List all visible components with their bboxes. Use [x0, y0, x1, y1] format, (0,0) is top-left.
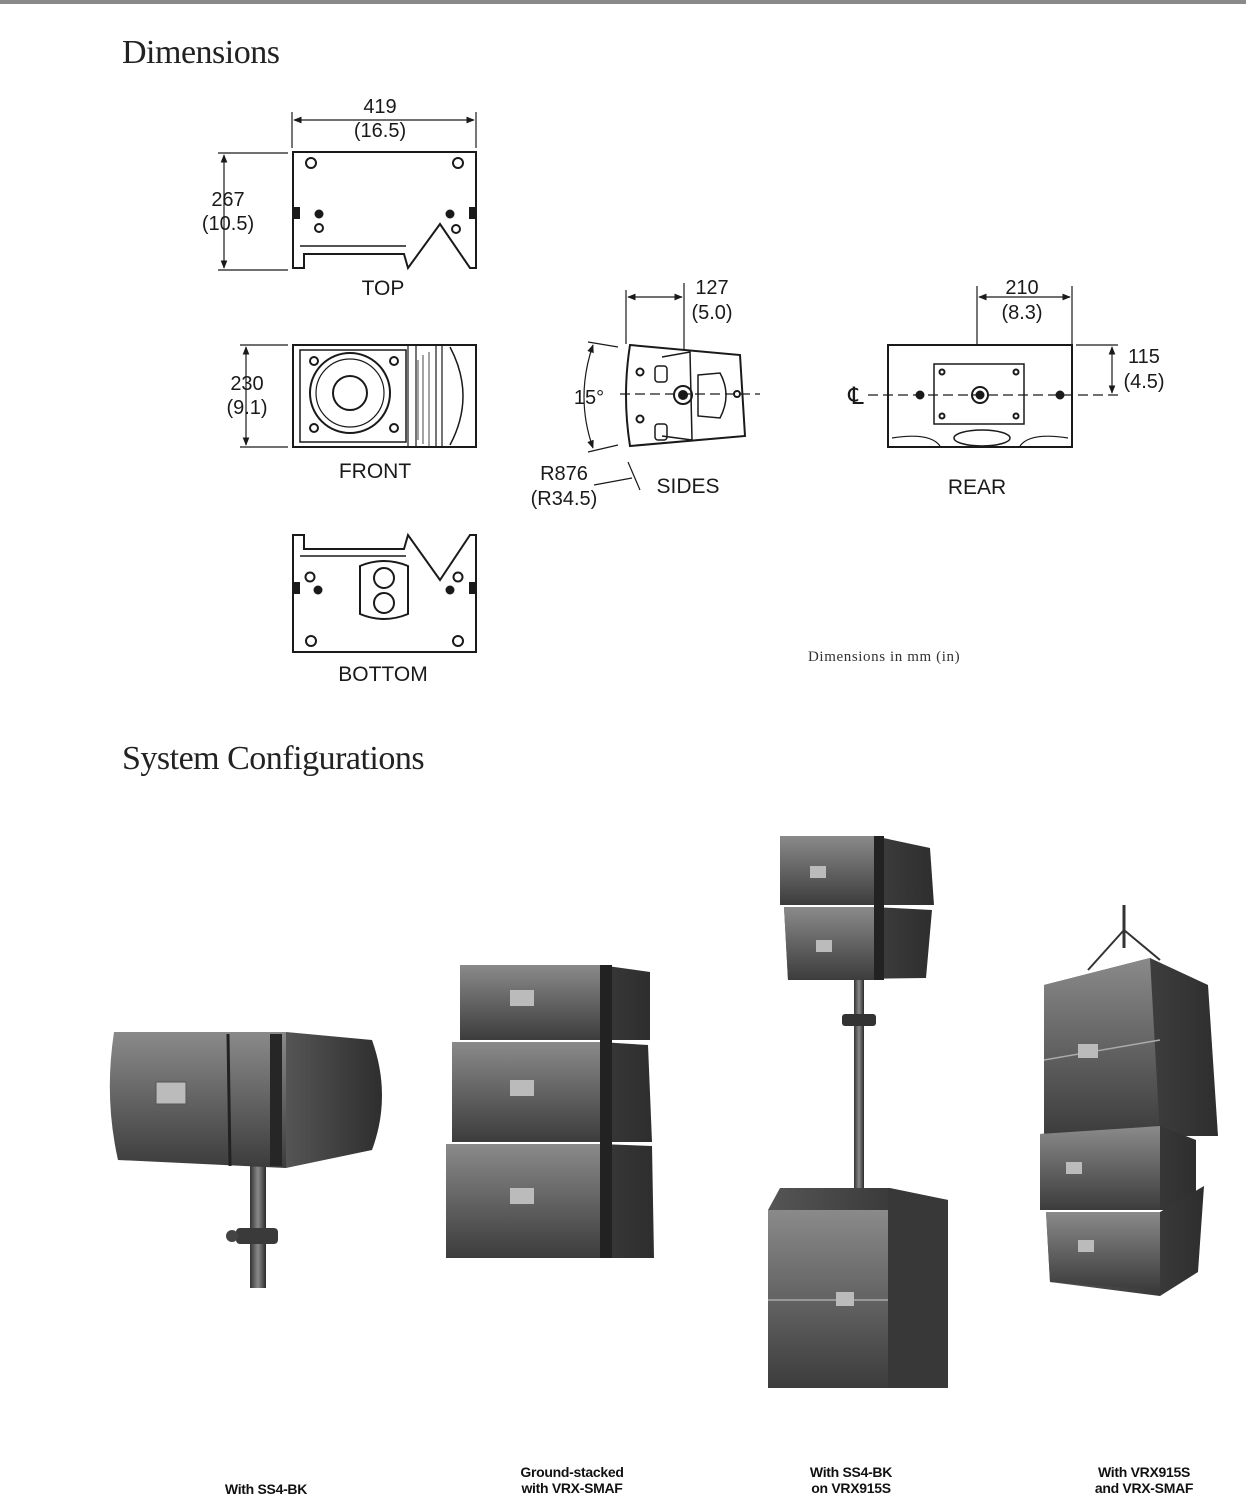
dimensions-heading: Dimensions [122, 34, 280, 71]
bottom-view-label: BOTTOM [338, 663, 427, 686]
dimension-drawings: 419 (16.5) 267 (10.5) TOP 230 (9.1) FRON… [202, 96, 1165, 686]
caption-on-vrx915s: With SS4-BK on VRX915S [809, 1464, 893, 1496]
sides-radius-mm: R876 [540, 463, 588, 485]
sides-depth-in: (5.0) [691, 302, 732, 324]
system-configurations-heading: System Configurations [122, 740, 425, 777]
top-view-drawing [218, 112, 477, 271]
top-width-mm: 419 [363, 96, 396, 118]
centerline-symbol: ℄ [847, 382, 864, 410]
photo-speaker-on-stand [109, 1032, 382, 1288]
sides-view-drawing [583, 283, 760, 491]
units-note: Dimensions in mm (in) [808, 649, 961, 665]
front-height-in: (9.1) [226, 397, 267, 419]
sides-view-label: SIDES [656, 475, 719, 498]
front-height-mm: 230 [230, 373, 263, 395]
caption-with-ss4-bk: With SS4-BK [224, 1481, 308, 1497]
top-view-label: TOP [362, 277, 405, 300]
photo-flown-array [1040, 905, 1218, 1296]
sides-angle: 15° [574, 387, 604, 409]
rear-view-label: REAR [948, 476, 1006, 499]
top-rule [0, 0, 1246, 4]
front-view-drawing [240, 344, 477, 448]
sides-depth-mm: 127 [695, 277, 728, 299]
top-depth-mm: 267 [211, 189, 244, 211]
sides-radius-in: (R34.5) [531, 488, 598, 510]
photo-on-subwoofer [768, 836, 948, 1388]
rear-offset-in: (8.3) [1001, 302, 1042, 324]
top-width-in: (16.5) [354, 120, 406, 142]
bottom-view-drawing [292, 532, 477, 653]
rear-height-in: (4.5) [1123, 371, 1164, 393]
caption-with-vrx915s: With VRX915S and VRX-SMAF [1094, 1464, 1194, 1496]
caption-ground-stacked: Ground-stacked with VRX-SMAF [520, 1464, 624, 1496]
photo-ground-stacked [446, 965, 654, 1258]
rear-view-drawing [868, 286, 1120, 448]
rear-offset-mm: 210 [1005, 277, 1038, 299]
top-depth-in: (10.5) [202, 213, 254, 235]
front-view-label: FRONT [339, 460, 411, 483]
rear-height-mm: 115 [1128, 346, 1160, 368]
